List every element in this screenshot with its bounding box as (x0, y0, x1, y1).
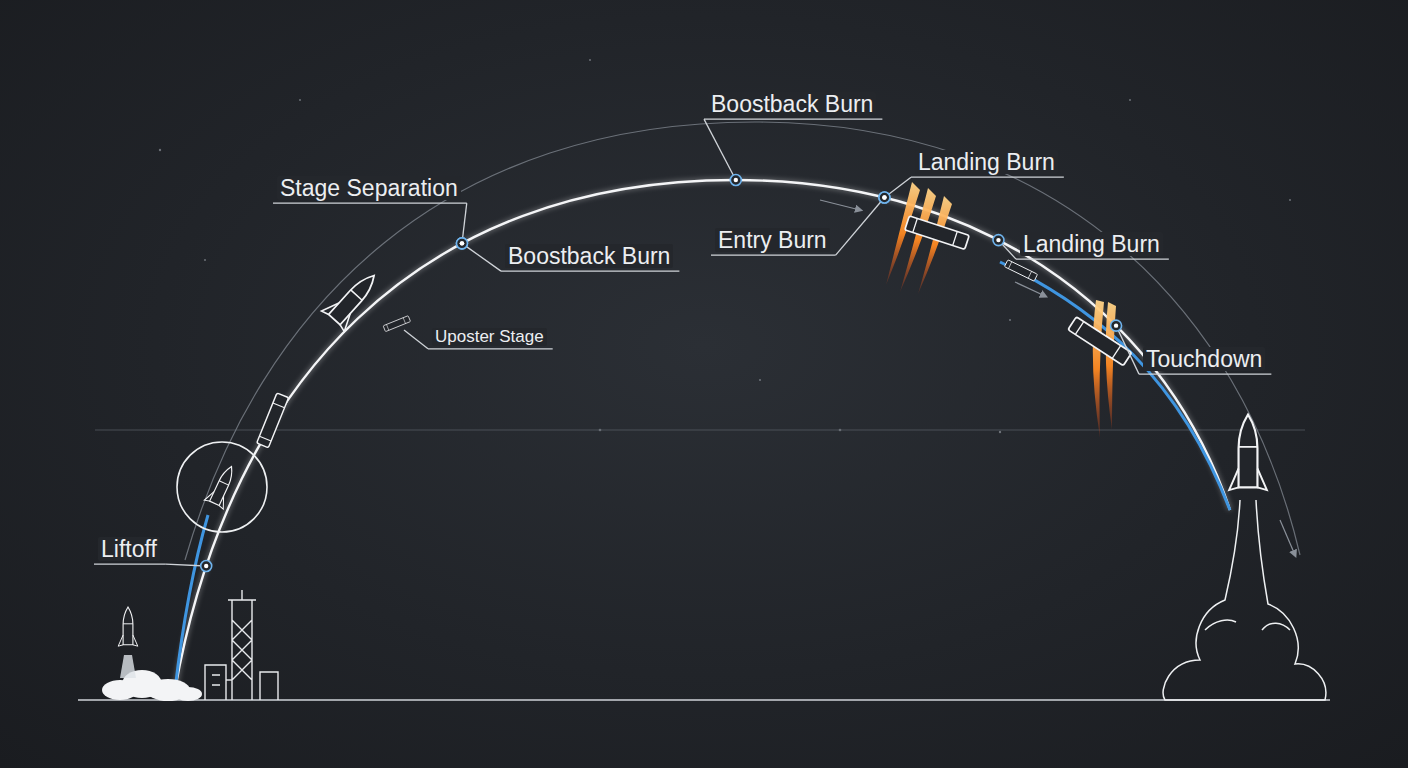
label-underline (1139, 373, 1271, 374)
liftoff-highlight (177, 442, 267, 532)
step-label: Landing Burn (1020, 232, 1163, 256)
event-marker (730, 175, 741, 186)
rocket-liftoff (204, 462, 241, 509)
step-label: Entry Burn (715, 228, 830, 252)
event-marker-core (460, 241, 464, 245)
direction-arrow (1280, 520, 1295, 555)
event-marker (201, 560, 212, 571)
label-underline (711, 254, 836, 255)
step-label: Stage Separation (277, 176, 461, 200)
touchdown-plume (1163, 500, 1326, 700)
star-field (159, 59, 1291, 433)
descent-segment (1000, 262, 1230, 510)
event-marker (879, 192, 890, 203)
step-label: Boostback Burn (505, 244, 673, 268)
trajectory-glow (175, 180, 1230, 690)
event-marker-core (882, 195, 886, 199)
booster-landing (1068, 317, 1132, 366)
trajectory-arc (175, 180, 1230, 690)
ascending-booster (257, 393, 289, 448)
event-marker (1111, 320, 1122, 331)
event-marker-core (460, 241, 464, 245)
separated-stage (383, 316, 410, 332)
event-marker-core (1114, 323, 1118, 327)
booster-entry (905, 216, 969, 249)
event-marker (456, 238, 467, 249)
rocket-on-pad (118, 607, 138, 646)
event-marker (879, 192, 890, 203)
event-marker-core (204, 564, 208, 568)
event-marker (993, 235, 1004, 246)
label-underline (704, 118, 882, 119)
step-label: Liftoff (98, 537, 160, 561)
label-underline (911, 176, 1064, 177)
event-marker-core (734, 178, 738, 182)
launch-pad (205, 590, 278, 700)
step-label: Boostback Burn (708, 92, 876, 116)
step-label: Landing Burn (915, 150, 1058, 174)
label-underline (94, 563, 166, 564)
leader-line (404, 330, 428, 349)
booster-coast (1004, 260, 1037, 281)
event-marker (456, 238, 467, 249)
leader-line (836, 198, 885, 256)
event-marker-core (996, 238, 1000, 242)
rocket-upper (321, 265, 385, 331)
label-underline (1016, 258, 1169, 259)
launch-plume (102, 655, 202, 701)
horizon-line (95, 430, 1305, 431)
label-underline (501, 270, 679, 271)
label-underline (428, 348, 553, 349)
leader-line (1116, 326, 1139, 374)
label-underline (273, 202, 467, 203)
rocket-touchdown (1229, 415, 1267, 491)
ascent-segment (175, 515, 208, 690)
leader-line (704, 119, 736, 180)
leader-line (462, 243, 501, 271)
direction-arrow (820, 200, 860, 210)
step-label: Touchdown (1143, 347, 1265, 371)
part-label: Uposter Stage (432, 328, 547, 346)
event-marker-core (882, 195, 886, 199)
ground-line (78, 699, 1330, 701)
